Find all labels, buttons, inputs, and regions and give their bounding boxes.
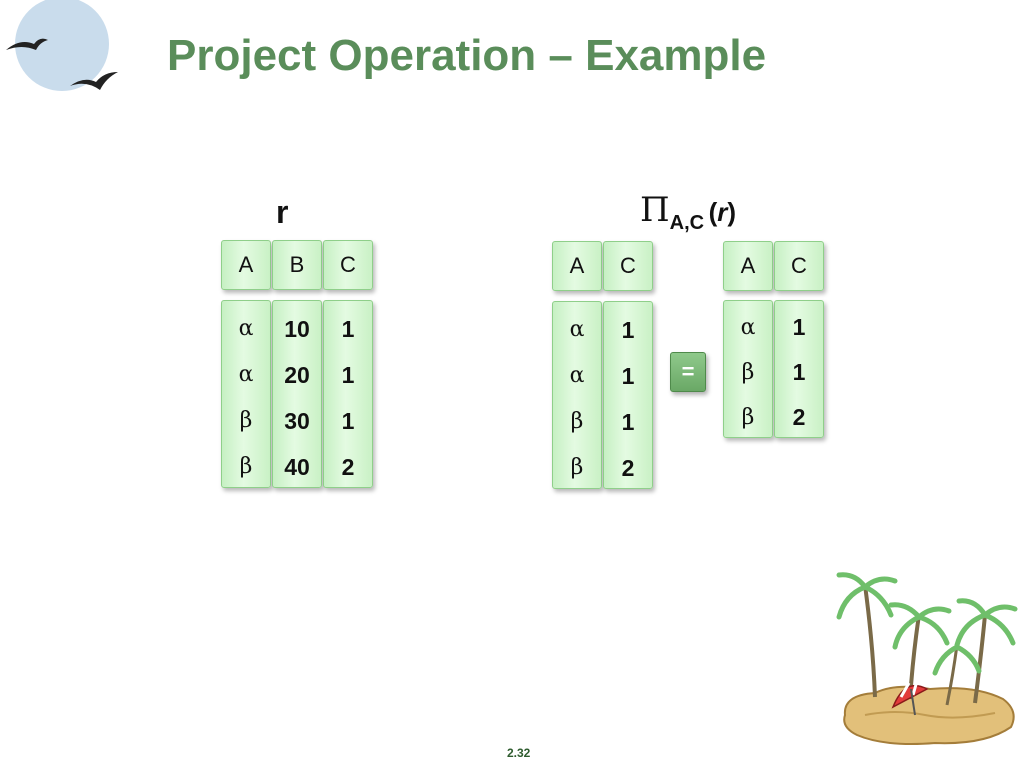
table-cell: α xyxy=(238,362,254,387)
column-header-a: A xyxy=(723,241,773,291)
column-b-values: 10 20 30 40 xyxy=(272,300,322,488)
column-c-values: 1 1 1 2 xyxy=(603,301,653,489)
table-cell: 10 xyxy=(284,316,310,342)
table-cell: 20 xyxy=(284,362,310,388)
table-cell: 1 xyxy=(341,362,355,388)
table-cell: 2 xyxy=(621,455,635,481)
table-cell: 1 xyxy=(792,314,806,340)
column-header-a: A xyxy=(221,240,271,290)
column-a-values: α β β xyxy=(723,300,773,438)
table-cell: α xyxy=(740,315,756,340)
table-cell: 1 xyxy=(621,409,635,435)
projection-expression: ΠA,C (r) xyxy=(640,190,736,237)
table-cell: β xyxy=(741,360,755,385)
table-cell: 1 xyxy=(621,317,635,343)
column-a-values: α α β β xyxy=(552,301,602,489)
table-cell: 1 xyxy=(792,359,806,385)
table-cell: 1 xyxy=(341,408,355,434)
slide-title: Project Operation – Example xyxy=(167,31,767,80)
projection-argument: r xyxy=(717,197,728,227)
palm-island-icon xyxy=(836,572,1018,745)
table-cell: 1 xyxy=(621,363,635,389)
close-paren: ) xyxy=(727,197,737,227)
table-cell: 1 xyxy=(341,316,355,342)
table-cell: 2 xyxy=(341,454,355,480)
page-number: 2.32 xyxy=(507,746,531,760)
table-cell: 30 xyxy=(284,408,310,434)
column-header-c: C xyxy=(323,240,373,290)
column-header-c: C xyxy=(603,241,653,291)
projection-subscript: A,C xyxy=(669,212,705,234)
equals-sign: = xyxy=(670,352,706,392)
seagulls-moon-icon xyxy=(6,0,118,91)
table-cell: α xyxy=(569,317,585,342)
table-cell: α xyxy=(569,363,585,388)
table-cell: α xyxy=(238,316,254,341)
table-cell: 40 xyxy=(284,454,310,480)
table-cell: β xyxy=(239,454,253,479)
column-header-a: A xyxy=(552,241,602,291)
table-cell: β xyxy=(570,409,584,434)
column-c-values: 1 1 2 xyxy=(774,300,824,438)
column-header-c: C xyxy=(774,241,824,291)
column-header-b: B xyxy=(272,240,322,290)
table-cell: β xyxy=(239,408,253,433)
pi-symbol: Π xyxy=(640,190,670,230)
table-cell: β xyxy=(570,455,584,480)
table-cell: β xyxy=(741,405,755,430)
relation-r-label: r xyxy=(276,194,289,230)
table-cell: 2 xyxy=(792,404,806,430)
column-a-values: α α β β xyxy=(221,300,271,488)
open-paren: ( xyxy=(708,197,718,227)
column-c-values: 1 1 1 2 xyxy=(323,300,373,488)
